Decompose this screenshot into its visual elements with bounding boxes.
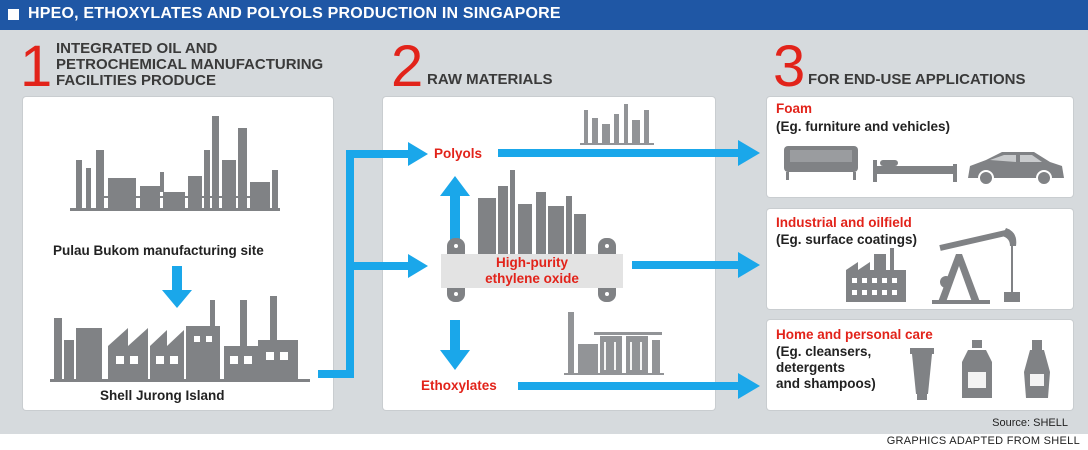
refinery-icon (70, 116, 280, 211)
home-care-description-line-3: and shampoos) (776, 376, 876, 391)
down-arrow-icon (162, 266, 192, 308)
sofa-icon (784, 146, 858, 180)
tube-icon (910, 348, 934, 400)
home-care-title: Home and personal care (776, 327, 933, 342)
section-3-number: 3 (773, 34, 806, 99)
pumpjack-icon (932, 228, 1020, 304)
flow-connector-lines (318, 150, 410, 378)
detergent-bottle-icon (962, 340, 992, 398)
arrow-to-industrial-icon (738, 252, 760, 278)
arrow-to-ethylene-oxide-icon (408, 254, 428, 278)
industrial-title: Industrial and oilfield (776, 215, 912, 230)
infographic-title: HPEO, ETHOXYLATES AND POLYOLS PRODUCTION… (28, 5, 561, 22)
ethylene-oxide-line-2: ethylene oxide (485, 271, 579, 286)
foam-title: Foam (776, 101, 813, 116)
ethylene-oxide-label: High-purity ethylene oxide (441, 254, 623, 288)
title-square-icon (8, 9, 19, 20)
factory-icon (50, 296, 310, 382)
home-care-description-line-1: (Eg. cleansers, (776, 344, 872, 359)
ethylene-oxide-line-1: High-purity (496, 255, 568, 270)
output-flow-lines (498, 149, 740, 390)
foam-description: (Eg. furniture and vehicles) (776, 119, 951, 134)
polyols-plant-icon (580, 104, 654, 145)
section-1-heading-line-3: FACILITIES PRODUCE (56, 72, 217, 89)
home-care-description-line-2: detergents (776, 360, 846, 375)
ethylene-oxide-plant-icon (478, 170, 586, 254)
bed-icon (873, 160, 957, 182)
source-note: Source: SHELL (992, 417, 1068, 429)
jurong-island-label: Shell Jurong Island (100, 388, 225, 403)
down-arrow-ethoxylates-icon (440, 320, 470, 370)
section-2-number: 2 (391, 34, 424, 99)
car-icon (968, 152, 1064, 186)
industrial-panel (767, 209, 1073, 309)
industrial-factory-icon (846, 248, 906, 302)
section-2-heading: RAW MATERIALS (427, 71, 553, 88)
section-1-heading-line-2: PETROCHEMICAL MANUFACTURING (56, 56, 324, 73)
shampoo-bottle-icon (1024, 340, 1050, 398)
title-bar: HPEO, ETHOXYLATES AND POLYOLS PRODUCTION… (0, 0, 1088, 30)
ethoxylates-label: Ethoxylates (421, 378, 497, 393)
section-3-heading: FOR END-USE APPLICATIONS (808, 71, 1026, 88)
arrow-to-foam-icon (738, 140, 760, 166)
section-1-number: 1 (20, 34, 53, 99)
arrow-to-home-care-icon (738, 373, 760, 399)
pulau-bukom-label: Pulau Bukom manufacturing site (53, 243, 264, 258)
polyols-label: Polyols (434, 146, 483, 161)
section-1-heading-line-1: INTEGRATED OIL AND (56, 40, 218, 57)
industrial-description: (Eg. surface coatings) (776, 232, 918, 247)
arrow-to-polyols-icon (408, 142, 428, 166)
graphics-credit: GRAPHICS ADAPTED FROM SHELL (886, 435, 1080, 447)
up-arrow-icon (440, 176, 470, 246)
